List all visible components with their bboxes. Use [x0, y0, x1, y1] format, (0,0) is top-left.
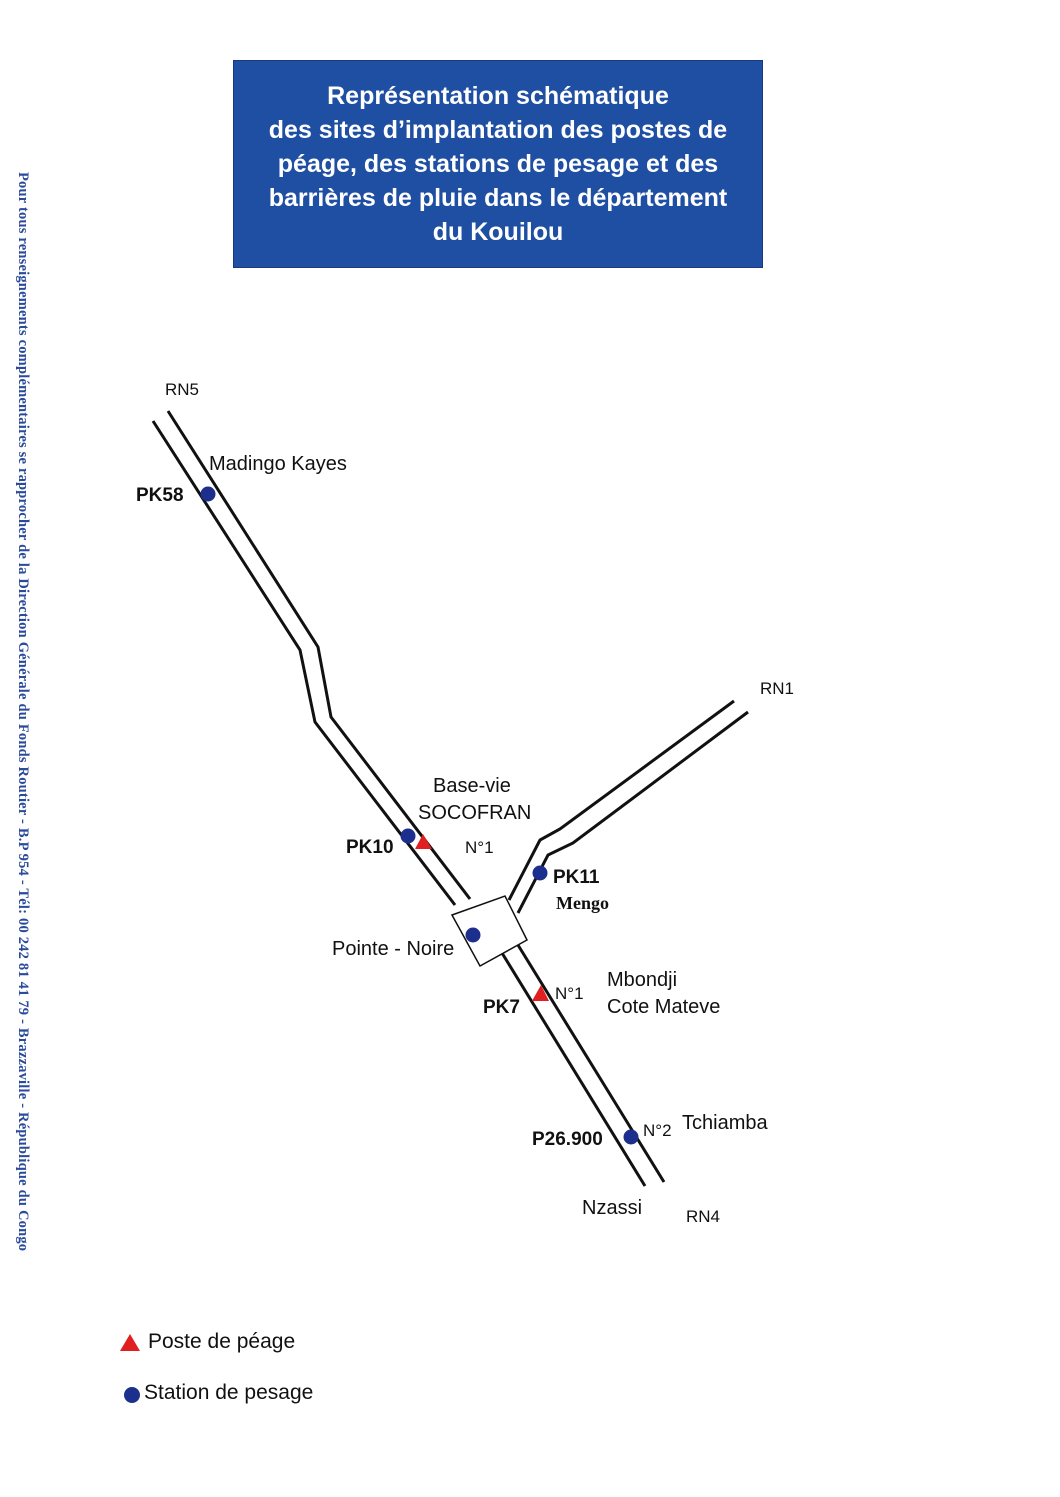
legend-weigh-label: Station de pesage	[144, 1381, 314, 1404]
toll-triangle-icon	[120, 1334, 140, 1351]
title-banner: Représentation schématique des sites d’i…	[233, 60, 763, 268]
place-label-tchiamba: Tchiamba	[682, 1112, 768, 1134]
place-label-nzassi: Nzassi	[582, 1197, 642, 1219]
pointe-noire-town-block	[450, 895, 528, 968]
contact-side-note: Pour tous renseignements complémentaires…	[15, 172, 31, 1252]
toll-post-pk10	[415, 834, 432, 849]
weigh-dot-icon	[124, 1387, 140, 1403]
rn4-road-edge-left	[500, 952, 647, 1187]
place-label-socofran: SOCOFRAN	[418, 802, 531, 824]
weigh-station-pk58	[200, 486, 216, 502]
title-line-3: péage, des stations de pesage et des	[277, 150, 719, 178]
place-label-base-vie: Base-vie	[433, 775, 511, 797]
weigh-station-p26900	[623, 1129, 639, 1145]
place-label-cote-mateve: Cote Mateve	[607, 996, 720, 1018]
title-line-1: Représentation schématique	[327, 82, 669, 110]
marker-label-pk10: PK10	[346, 837, 394, 858]
weigh-station-pk10	[400, 828, 416, 844]
marker-label-pk11: PK11	[553, 867, 600, 888]
rn1-road-edge-upper	[507, 699, 735, 901]
title-line-5: du Kouilou	[432, 218, 564, 246]
marker-label-pk58: PK58	[136, 485, 184, 506]
marker-label-n2: N°2	[643, 1121, 672, 1140]
rn5-road-edge-right	[166, 410, 472, 900]
place-label-madingo-kayes: Madingo Kayes	[209, 453, 347, 475]
marker-label-n1-toll-pk10: N°1	[465, 838, 494, 857]
marker-label-p26900: P26.900	[532, 1129, 603, 1150]
road-label-rn5: RN5	[165, 380, 199, 399]
marker-label-n1-toll-pk7: N°1	[555, 984, 584, 1003]
legend-toll-label: Poste de péage	[148, 1330, 296, 1353]
place-label-pointe-noire: Pointe - Noire	[332, 938, 454, 960]
road-label-rn1: RN1	[760, 679, 794, 698]
title-line-4: barrières de pluie dans le département	[268, 184, 728, 212]
weigh-station-pointe-noire	[465, 927, 481, 943]
rn4-road-edge-right	[516, 944, 666, 1183]
place-label-mbondji: Mbondji	[607, 969, 677, 991]
road-label-rn4: RN4	[686, 1207, 720, 1226]
toll-post-pk7	[532, 985, 549, 1001]
title-line-2: des sites d’implantation des postes de	[268, 116, 728, 144]
weigh-station-pk11	[532, 865, 548, 881]
place-label-mengo: Mengo	[556, 893, 609, 913]
rn5-road-edge-left	[151, 420, 457, 906]
rn1-road-edge-lower	[516, 710, 749, 914]
marker-label-pk7: PK7	[483, 997, 520, 1018]
